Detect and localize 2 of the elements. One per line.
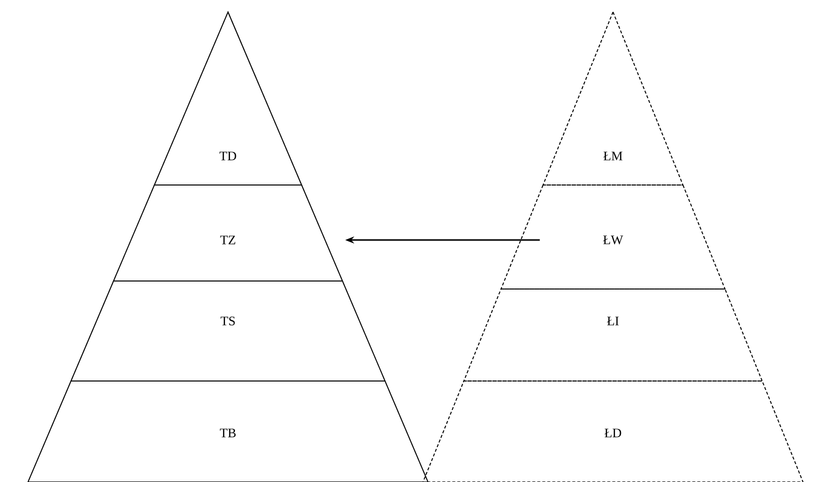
pyramid-level: TS bbox=[70, 280, 386, 382]
pyramid-level: ŁI bbox=[463, 288, 763, 382]
